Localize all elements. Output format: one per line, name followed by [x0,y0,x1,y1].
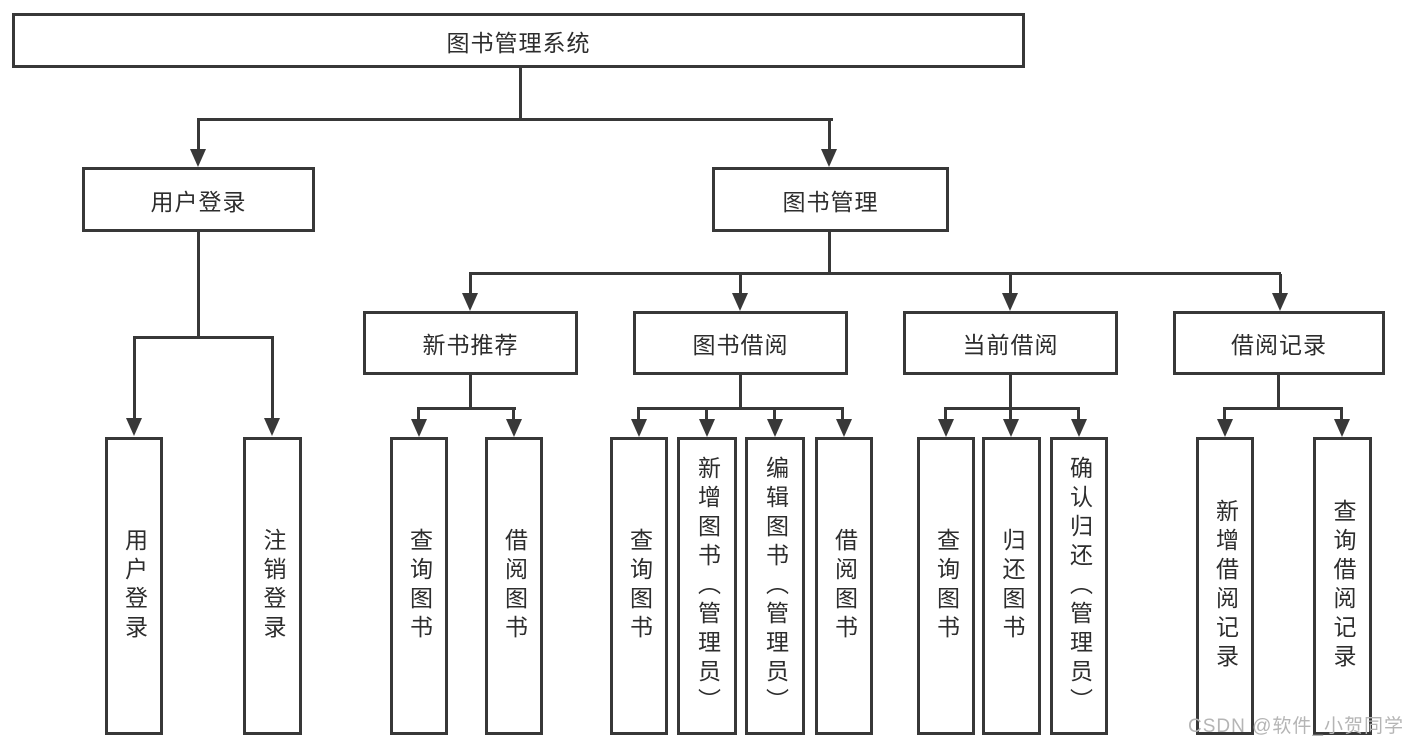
connector-arrowhead [264,418,280,436]
connector-arrowhead [411,419,427,437]
connector-arrowhead [506,419,522,437]
node-borrow-records-label: 借阅记录 [1231,332,1327,358]
connector-line [828,120,831,152]
connector-line [417,409,420,419]
watermark: CSDN @软件_小贺同学 [1188,716,1404,737]
connector-line [197,230,200,337]
node-leaf-query-books-borrow-label: 查询图书 [626,528,653,644]
connector-arrowhead [732,293,748,311]
connector-arrowhead [462,293,478,311]
connector-arrowhead [631,419,647,437]
node-root: 图书管理系统 [12,13,1025,68]
node-leaf-logout-label: 注销登录 [260,528,286,644]
connector-line [1277,373,1280,409]
node-leaf-return-book-label: 归还图书 [999,528,1025,644]
connector-line [519,66,522,120]
node-book-borrow: 图书借阅 [633,311,848,375]
connector-line [739,373,742,409]
node-current-borrow: 当前借阅 [903,311,1118,375]
node-leaf-edit-book-admin-label: 编辑图书（管理员） [762,455,789,717]
node-book-management-label: 图书管理 [782,188,879,215]
connector-arrowhead [938,419,954,437]
connector-line [1009,373,1012,409]
connector-arrowhead [1071,419,1087,437]
node-leaf-confirm-return-admin-label: 确认归还（管理员） [1066,455,1093,717]
node-leaf-logout: 注销登录 [243,437,302,735]
connector-line [1223,407,1343,410]
connector-arrowhead [836,419,852,437]
node-leaf-add-book-admin: 新增图书（管理员） [677,437,737,735]
node-leaf-add-book-admin-label: 新增图书（管理员） [694,455,721,717]
node-current-borrow-label: 当前借阅 [962,332,1059,358]
node-user-login-label: 用户登录 [150,188,247,215]
connector-arrowhead [1334,419,1350,437]
node-leaf-borrow-books-label: 借阅图书 [831,528,858,644]
node-book-management: 图书管理 [712,167,949,232]
connector-arrowhead [767,419,783,437]
connector-line [133,336,274,339]
node-root-label: 图书管理系统 [446,29,591,56]
node-user-login: 用户登录 [82,167,315,232]
node-leaf-query-books-current-label: 查询图书 [933,528,960,644]
connector-line [1223,409,1226,419]
connector-line [637,409,640,419]
node-leaf-query-borrow-record: 查询借阅记录 [1313,437,1372,735]
node-book-borrow-label: 图书借阅 [692,332,789,358]
node-leaf-query-books-recommend: 查询图书 [390,437,448,735]
connector-line [1340,409,1343,419]
node-leaf-query-borrow-record-label: 查询借阅记录 [1330,499,1356,673]
node-leaf-confirm-return-admin: 确认归还（管理员） [1050,437,1108,735]
connector-line [469,373,472,409]
connector-line [705,409,708,419]
node-leaf-borrow-books-recommend: 借阅图书 [485,437,543,735]
connector-line [1009,274,1012,294]
connector-line [512,409,515,419]
connector-arrowhead [699,419,715,437]
connector-line [197,118,833,121]
connector-line [773,409,776,419]
connector-arrowhead [1272,293,1288,311]
node-leaf-query-books-borrow: 查询图书 [610,437,668,735]
connector-line [1279,274,1282,294]
connector-line [944,409,947,419]
connector-arrowhead [126,418,142,436]
connector-arrowhead [1217,419,1233,437]
node-leaf-borrow-books: 借阅图书 [815,437,873,735]
node-leaf-query-books-recommend-label: 查询图书 [406,528,433,644]
node-leaf-add-borrow-record: 新增借阅记录 [1196,437,1254,735]
connector-line [637,407,844,410]
connector-line [469,272,1281,275]
connector-line [469,274,472,294]
connector-arrowhead [1003,419,1019,437]
connector-line [739,274,742,294]
connector-line [944,407,1080,410]
connector-line [197,120,200,152]
connector-line [271,338,274,420]
connector-line [1077,409,1080,419]
connector-line [1009,409,1012,419]
connector-arrowhead [190,149,206,167]
connector-arrowhead [821,149,837,167]
connector-line [133,338,136,420]
node-borrow-records: 借阅记录 [1173,311,1385,375]
connector-line [828,230,831,274]
node-new-book-recommend-label: 新书推荐 [422,332,519,358]
node-new-book-recommend: 新书推荐 [363,311,578,375]
node-leaf-return-book: 归还图书 [982,437,1041,735]
node-leaf-user-login-label: 用户登录 [121,528,148,644]
node-leaf-query-books-current: 查询图书 [917,437,975,735]
node-leaf-edit-book-admin: 编辑图书（管理员） [745,437,805,735]
connector-arrowhead [1002,293,1018,311]
node-leaf-user-login: 用户登录 [105,437,163,735]
node-leaf-add-borrow-record-label: 新增借阅记录 [1212,499,1239,673]
connector-line [417,407,516,410]
node-leaf-borrow-books-recommend-label: 借阅图书 [501,528,528,644]
connector-line [841,409,844,419]
